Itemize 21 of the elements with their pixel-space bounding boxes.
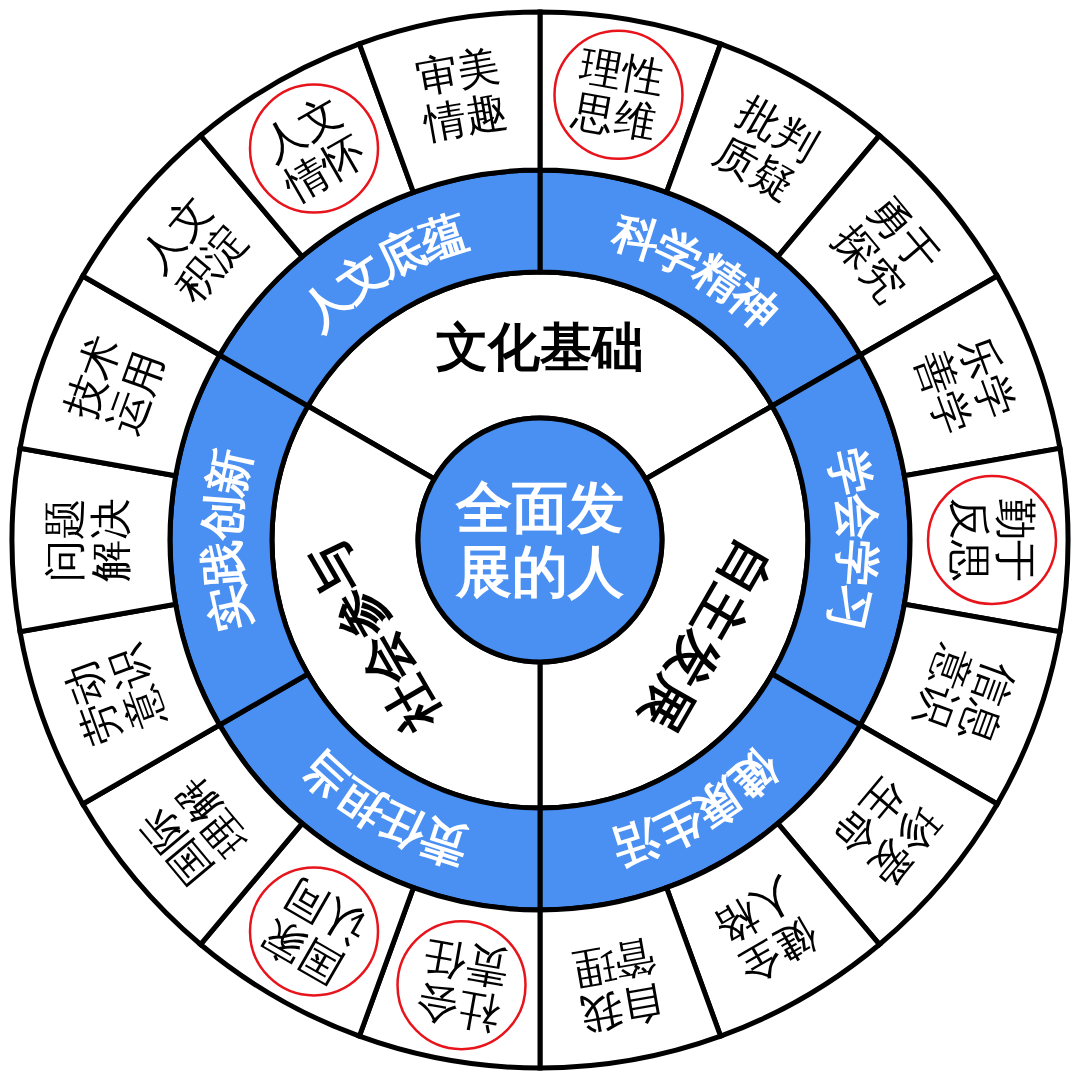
segment-label: 乐学善学 [906, 330, 1023, 441]
segment-label: 国际理解 [131, 768, 257, 893]
segment-label: 技术运用 [57, 330, 173, 441]
center-label: 全面发展的人 [456, 465, 624, 615]
segment-label: 健全人格 [706, 870, 826, 993]
segment-label: 信息意识 [906, 639, 1023, 750]
ring-label: 学会学习 [819, 443, 887, 637]
segment-label: 劳动意识 [57, 639, 173, 750]
segment-label: 问题解决 [41, 498, 135, 582]
ring-label: 实践创新 [193, 443, 261, 637]
segment-label: 勇于探究 [823, 187, 949, 312]
segment-label: 审美情趣 [412, 42, 511, 148]
segment-label: 批判质疑 [706, 87, 826, 210]
segment-label: 珍爱生命 [823, 768, 949, 893]
segment-label: 人文积淀 [131, 187, 257, 312]
segment-label: 人文情怀 [254, 87, 374, 210]
segment-label: 社会责任 [412, 932, 511, 1038]
segment-label: 自我管理 [569, 932, 668, 1038]
segment-label: 勤于反思 [945, 498, 1039, 582]
segment-label: 文化基础 [420, 316, 660, 380]
segment-label: 理性思维 [569, 42, 668, 148]
